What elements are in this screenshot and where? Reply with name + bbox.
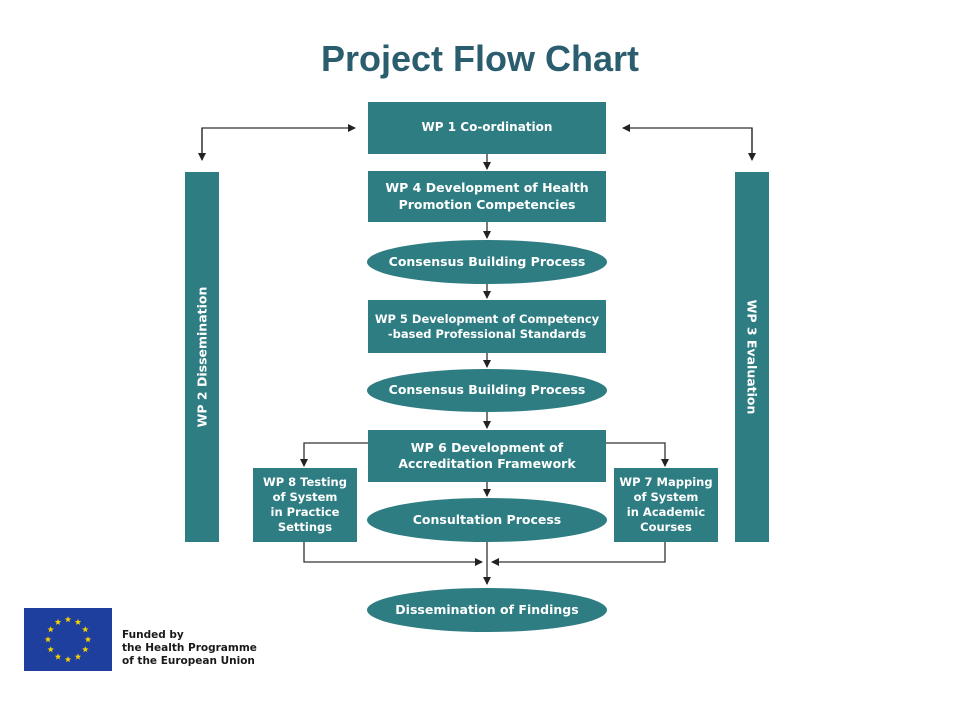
wp2-label: WP 2 Dissemination bbox=[194, 286, 210, 428]
funding-statement: Funded by the Health Programme of the Eu… bbox=[122, 629, 257, 668]
eu-star-icon bbox=[47, 626, 54, 633]
eu-star-icon bbox=[74, 618, 82, 625]
wp3-evaluation-bar: WP 3 Evaluation bbox=[735, 172, 769, 542]
eu-flag-logo bbox=[24, 608, 112, 671]
arrow-wp8-to-main bbox=[303, 542, 483, 566]
wp7-box: WP 7 Mapping of System in Academic Cours… bbox=[614, 468, 718, 542]
eu-star-icon bbox=[44, 636, 52, 643]
wp5-box: WP 5 Development of Competency -based Pr… bbox=[368, 300, 606, 353]
dissemination-of-findings: Dissemination of Findings bbox=[367, 588, 607, 632]
eu-star-icon bbox=[64, 656, 72, 663]
wp6-box: WP 6 Development of Accreditation Framew… bbox=[368, 430, 606, 482]
arrow-wp2-to-wp1 bbox=[201, 124, 356, 158]
wp1-coordination-box: WP 1 Co-ordination bbox=[368, 102, 606, 154]
eu-star-icon bbox=[84, 636, 92, 643]
arrow-wp6-to-wp7 bbox=[606, 442, 669, 467]
wp2-dissemination-bar: WP 2 Dissemination bbox=[185, 172, 219, 542]
eu-star-icon bbox=[82, 646, 89, 653]
eu-star-icon bbox=[82, 626, 89, 633]
funding-line-2: the Health Programme bbox=[122, 642, 257, 655]
arrow-wp3-to-wp1 bbox=[622, 124, 753, 158]
wp8-box: WP 8 Testing of System in Practice Setti… bbox=[253, 468, 357, 542]
eu-star-icon bbox=[47, 646, 54, 653]
wp3-label: WP 3 Evaluation bbox=[744, 299, 760, 415]
arrow-wp6-to-wp8 bbox=[300, 442, 368, 467]
consensus-process-1: Consensus Building Process bbox=[367, 240, 607, 284]
eu-stars-icon bbox=[44, 616, 92, 663]
eu-star-icon bbox=[54, 653, 62, 660]
page-title: Project Flow Chart bbox=[320, 38, 640, 79]
arrow-wp7-to-main bbox=[491, 542, 666, 566]
consensus-process-2: Consensus Building Process bbox=[367, 369, 607, 412]
consultation-process: Consultation Process bbox=[367, 498, 607, 542]
eu-star-icon bbox=[64, 616, 72, 623]
funding-line-1: Funded by bbox=[122, 629, 184, 641]
funding-line-3: of the European Union bbox=[122, 655, 255, 668]
eu-star-icon bbox=[54, 618, 62, 625]
eu-star-icon bbox=[74, 653, 82, 660]
wp4-box: WP 4 Development of Health Promotion Com… bbox=[368, 171, 606, 222]
